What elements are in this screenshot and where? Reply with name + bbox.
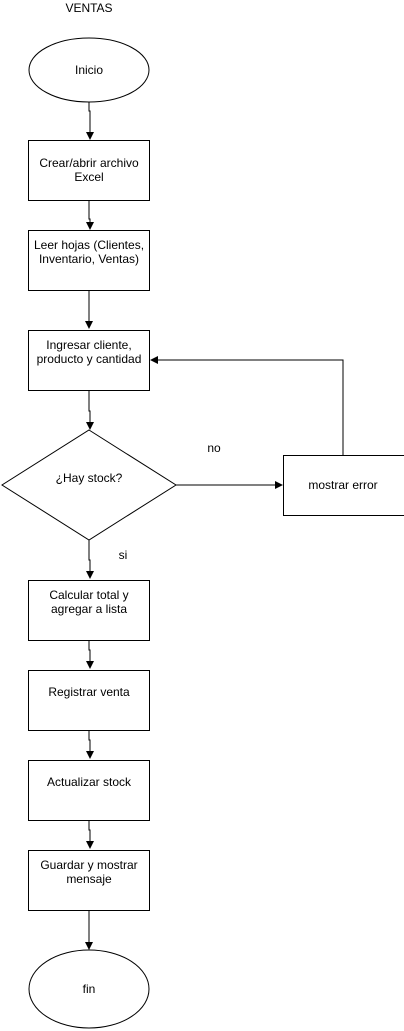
node-calcular-line1: Calcular total y bbox=[49, 588, 128, 602]
edge-crear-leer bbox=[86, 201, 94, 230]
edge-registrar-actualizar bbox=[86, 730, 94, 759]
node-actualizar: Actualizar stock bbox=[28, 760, 150, 821]
edge-calcular-registrar bbox=[86, 640, 94, 669]
node-leer-hojas-line1: Leer hojas (Clientes, bbox=[34, 238, 144, 252]
node-registrar: Registrar venta bbox=[28, 670, 150, 731]
node-inicio: Inicio bbox=[28, 37, 150, 103]
edge-label-no: no bbox=[207, 441, 221, 455]
edge-label-si: si bbox=[119, 548, 128, 562]
node-guardar-line2: mensaje bbox=[66, 872, 112, 886]
node-guardar-line1: Guardar y mostrar bbox=[40, 858, 137, 872]
node-decision-label: ¿Hay stock? bbox=[56, 471, 123, 485]
node-fin-label: fin bbox=[83, 982, 96, 996]
node-ingresar-line1: Ingresar cliente, bbox=[46, 338, 131, 352]
node-crear-archivo-line2: Excel bbox=[74, 170, 103, 184]
node-calcular: Calcular total y agregar a lista bbox=[28, 580, 150, 641]
node-ingresar: Ingresar cliente, producto y cantidad bbox=[28, 330, 150, 391]
node-inicio-label: Inicio bbox=[75, 63, 103, 77]
edge-ingresar-decision bbox=[86, 390, 94, 430]
node-registrar-label: Registrar venta bbox=[48, 685, 130, 699]
node-crear-archivo-line1: Crear/abrir archivo bbox=[39, 156, 139, 170]
node-mostrar-error: mostrar error bbox=[283, 455, 404, 516]
node-mostrar-error-label: mostrar error bbox=[308, 478, 377, 492]
edge-error-ingresar bbox=[150, 356, 344, 455]
edge-decision-calcular bbox=[86, 540, 94, 579]
node-crear-archivo: Crear/abrir archivo Excel bbox=[28, 140, 150, 201]
node-ingresar-line2: producto y cantidad bbox=[37, 352, 142, 366]
node-leer-hojas-line2: Inventario, Ventas) bbox=[39, 252, 139, 266]
node-actualizar-label: Actualizar stock bbox=[47, 775, 132, 789]
edge-actualizar-guardar bbox=[86, 820, 94, 849]
node-leer-hojas: Leer hojas (Clientes, Inventario, Ventas… bbox=[28, 230, 150, 291]
node-calcular-line2: agregar a lista bbox=[51, 602, 127, 616]
node-decision: ¿Hay stock? bbox=[1, 429, 177, 541]
node-fin: fin bbox=[28, 949, 150, 1029]
node-guardar: Guardar y mostrar mensaje bbox=[28, 850, 150, 911]
edge-inicio-crear bbox=[86, 101, 94, 140]
diagram-title: VENTAS bbox=[65, 1, 112, 15]
